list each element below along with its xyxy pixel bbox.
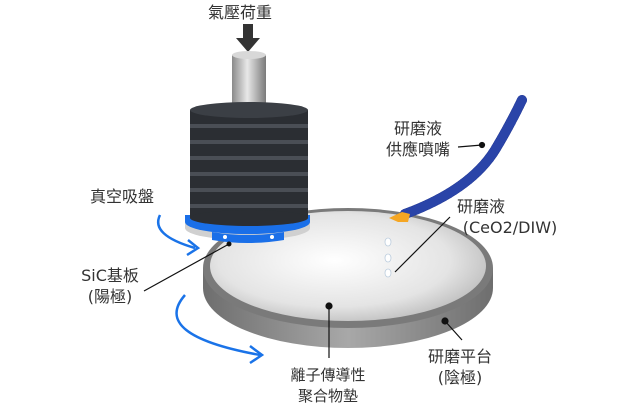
label-vacuum-chuck: 真空吸盤	[90, 187, 155, 206]
slurry-nozzle-hose	[389, 95, 527, 222]
label-slurry: 研磨液 (CeO2/DIW)	[457, 197, 558, 237]
label-sic-substrate: SiC基板 (陽極)	[81, 266, 139, 306]
label-polishing-platen: 研磨平台 (陰極)	[427, 347, 492, 387]
leader-lines	[143, 141, 486, 358]
slurry-drops	[384, 237, 392, 278]
down-arrow-icon	[236, 24, 260, 52]
label-slurry-nozzle: 研磨液 供應噴嘴	[385, 119, 450, 159]
rotation-arrow-icon	[157, 214, 265, 365]
bellows-stack	[190, 102, 308, 226]
label-polymer-pad: 離子傳導性 聚合物墊	[290, 366, 366, 405]
label-air-load: 氣壓荷重	[208, 3, 273, 22]
